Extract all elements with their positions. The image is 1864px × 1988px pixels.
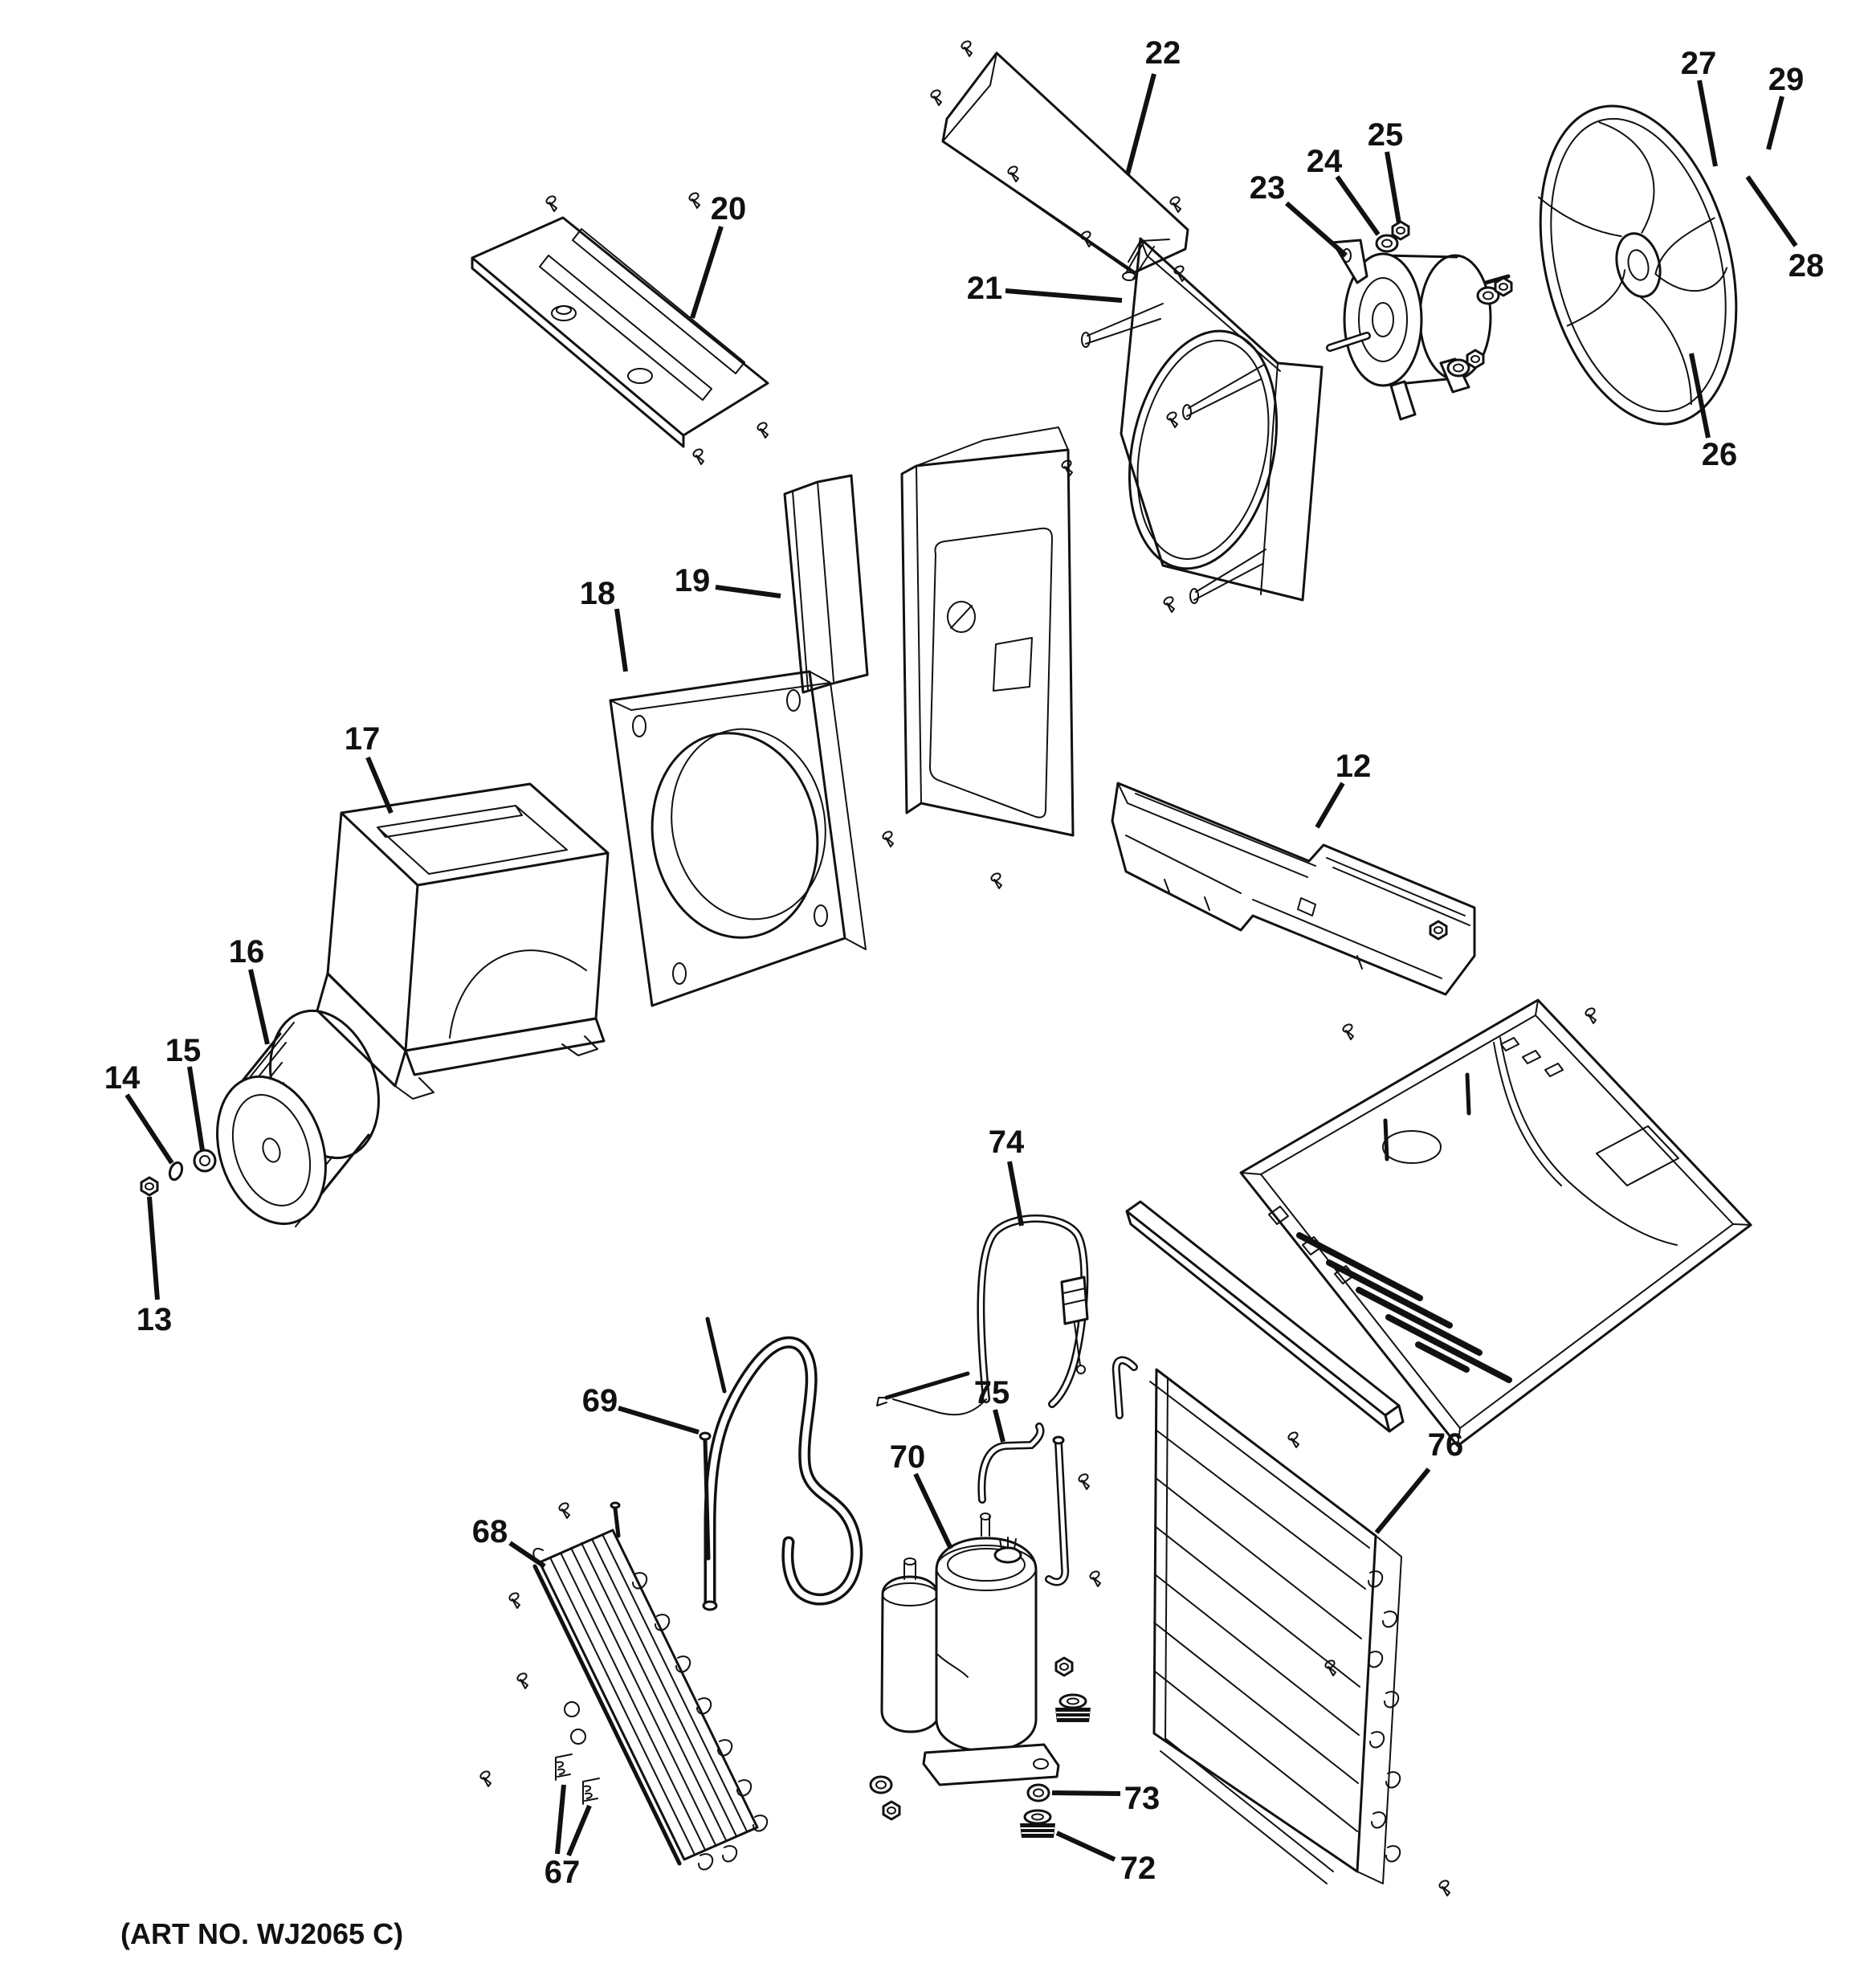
leader-17 bbox=[365, 756, 394, 814]
suction-tube-69 bbox=[702, 1316, 863, 1611]
air-scroll-17 bbox=[316, 782, 610, 1100]
blower-wheel-16 bbox=[216, 1009, 380, 1227]
compressor-70 bbox=[869, 1512, 1092, 1821]
leader-25 bbox=[1385, 151, 1401, 224]
base-pan bbox=[1239, 998, 1752, 1447]
leader-12 bbox=[1315, 782, 1345, 829]
callout-75: 75 bbox=[974, 1375, 1010, 1410]
leader-72 bbox=[1055, 1831, 1116, 1862]
leader-27 bbox=[1697, 80, 1718, 167]
callout-27: 27 bbox=[1681, 46, 1717, 81]
callout-21: 21 bbox=[967, 271, 1003, 306]
leader-73 bbox=[1051, 1790, 1121, 1796]
evaporator-coil-68 bbox=[478, 1431, 769, 1871]
callout-20: 20 bbox=[711, 191, 747, 227]
partition-panel-19 bbox=[783, 427, 1075, 889]
art-number: (ART NO. WJ2065 C) bbox=[120, 1917, 403, 1950]
leader-19 bbox=[715, 585, 781, 598]
callout-22: 22 bbox=[1145, 35, 1181, 71]
drain-tray-12 bbox=[1111, 782, 1476, 996]
leader-67 bbox=[555, 1784, 566, 1855]
callout-12: 12 bbox=[1336, 749, 1372, 784]
small-fasteners-13-14-15 bbox=[140, 1149, 217, 1197]
callout-15: 15 bbox=[165, 1033, 202, 1068]
leader-18 bbox=[614, 608, 628, 672]
callout-28: 28 bbox=[1789, 248, 1825, 284]
condenser-coil-76 bbox=[1111, 1356, 1451, 1896]
callout-layer: 12 13 14 15 16 17 18 19 20 21 22 23 24 25 26 27 28 29 67 68… bbox=[104, 35, 1825, 1890]
callout-17: 17 bbox=[345, 721, 381, 757]
leader-13 bbox=[147, 1196, 160, 1300]
leader-24 bbox=[1335, 175, 1381, 236]
callout-73: 73 bbox=[1124, 1781, 1160, 1816]
callout-67: 67 bbox=[545, 1855, 581, 1890]
leader-20 bbox=[690, 226, 724, 319]
leader-29 bbox=[1766, 96, 1784, 150]
leader-22 bbox=[1125, 73, 1156, 175]
callout-68: 68 bbox=[472, 1514, 508, 1549]
leader-75 bbox=[993, 1409, 1005, 1443]
callout-16: 16 bbox=[229, 934, 265, 970]
leader-67 bbox=[566, 1804, 592, 1857]
discharge-tube-75 bbox=[977, 1423, 1102, 1587]
fan-shroud-21 bbox=[1059, 194, 1324, 613]
leader-69 bbox=[618, 1406, 700, 1435]
leader-14 bbox=[124, 1093, 174, 1165]
callout-13: 13 bbox=[137, 1302, 173, 1337]
leader-23 bbox=[1285, 201, 1348, 258]
top-cover-22 bbox=[928, 39, 1189, 282]
callout-23: 23 bbox=[1250, 170, 1286, 206]
leader-28 bbox=[1745, 175, 1798, 247]
callout-72: 72 bbox=[1120, 1851, 1156, 1886]
mount-washer-73 bbox=[1026, 1783, 1050, 1802]
mount-grommet-72 bbox=[1018, 1809, 1057, 1839]
fan-housing-18 bbox=[609, 670, 867, 1007]
callout-29: 29 bbox=[1768, 62, 1805, 97]
capillary-tube-74 bbox=[876, 1214, 1089, 1416]
callout-24: 24 bbox=[1307, 144, 1343, 179]
callout-69: 69 bbox=[582, 1383, 618, 1419]
foam-seal-strip bbox=[1125, 1200, 1405, 1433]
leader-76 bbox=[1374, 1468, 1431, 1534]
motor-assembly bbox=[1326, 220, 1513, 421]
fan-blade-26 bbox=[1537, 104, 1738, 426]
leader-15 bbox=[187, 1066, 205, 1151]
callout-26: 26 bbox=[1702, 437, 1738, 472]
leader-16 bbox=[248, 969, 270, 1045]
leader-21 bbox=[1005, 288, 1123, 303]
callout-14: 14 bbox=[104, 1060, 141, 1096]
callout-19: 19 bbox=[675, 563, 711, 598]
top-plate-20 bbox=[471, 190, 769, 465]
callout-70: 70 bbox=[890, 1439, 926, 1475]
callout-25: 25 bbox=[1368, 117, 1404, 153]
leader-26 bbox=[1689, 353, 1711, 439]
callout-76: 76 bbox=[1428, 1427, 1464, 1463]
leader-74 bbox=[1007, 1161, 1024, 1227]
leader-70 bbox=[913, 1472, 953, 1550]
callout-74: 74 bbox=[989, 1125, 1025, 1160]
callout-18: 18 bbox=[580, 576, 616, 611]
leader-68 bbox=[508, 1541, 546, 1569]
